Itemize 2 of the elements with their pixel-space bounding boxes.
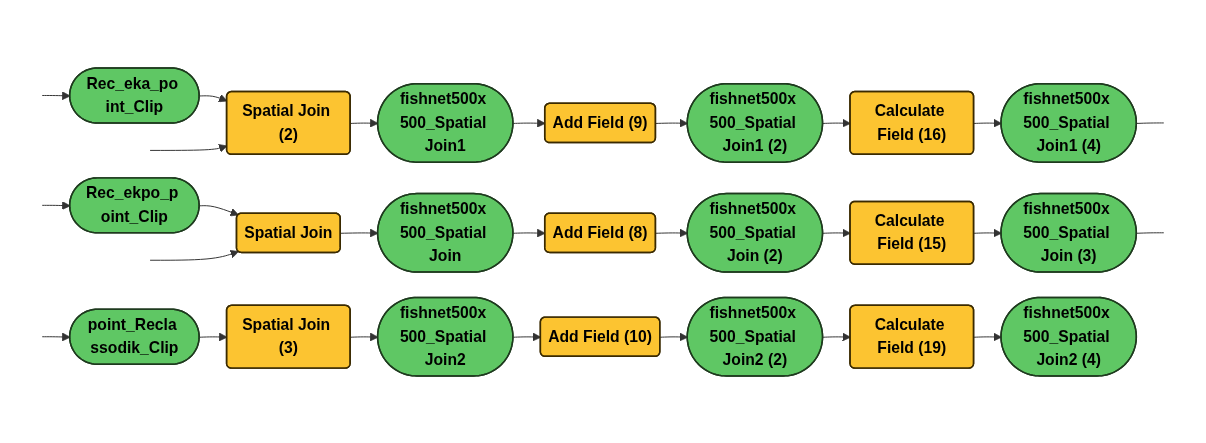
connector (1136, 121, 1165, 124)
connector (1136, 231, 1165, 234)
